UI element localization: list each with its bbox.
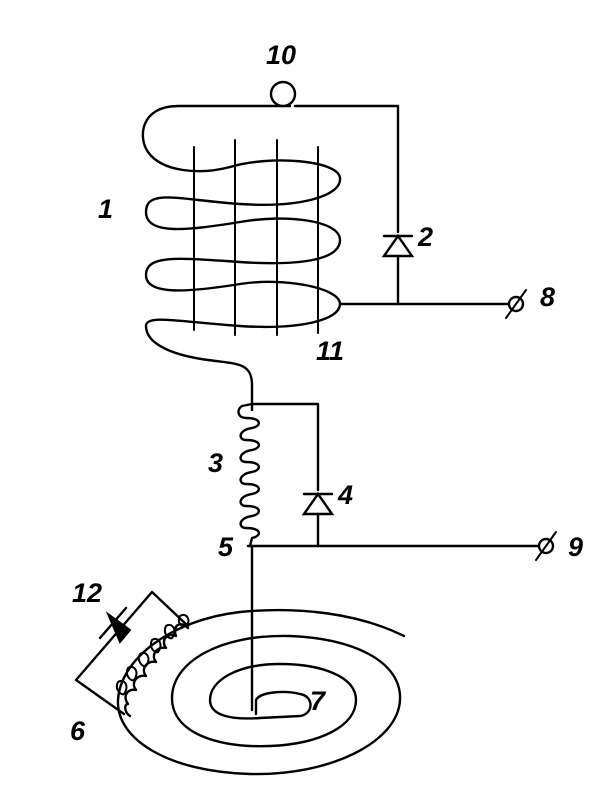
core-rods-11 — [193, 139, 319, 336]
diode-12 — [98, 606, 132, 644]
label-point-5: 5 — [218, 532, 234, 562]
label-coil-6: 6 — [70, 716, 86, 746]
label-diode-2: 2 — [417, 222, 433, 252]
coil-6 — [115, 614, 190, 718]
label-coil-3: 3 — [208, 448, 223, 478]
terminal-9 — [535, 531, 557, 561]
diode-4-upper-wire — [250, 402, 320, 492]
label-core-11: 11 — [316, 336, 344, 366]
diode-2 — [381, 233, 415, 306]
spiral-7 — [116, 608, 406, 776]
diode-4 — [301, 491, 335, 548]
diode-12-loop — [74, 590, 190, 716]
label-ring-10: 10 — [266, 40, 296, 70]
label-terminal-8: 8 — [540, 282, 555, 312]
ring-10 — [269, 80, 297, 108]
label-terminal-9: 9 — [568, 532, 583, 562]
label-diode-12: 12 — [72, 578, 102, 608]
label-coil-1: 1 — [98, 194, 113, 224]
small-coil-3 — [237, 402, 320, 548]
large-coil-1 — [141, 104, 510, 412]
terminal-8 — [505, 289, 527, 319]
label-diode-4: 4 — [337, 480, 353, 510]
diode-2-upper-wire — [293, 104, 400, 234]
label-spiral-7: 7 — [310, 686, 327, 716]
